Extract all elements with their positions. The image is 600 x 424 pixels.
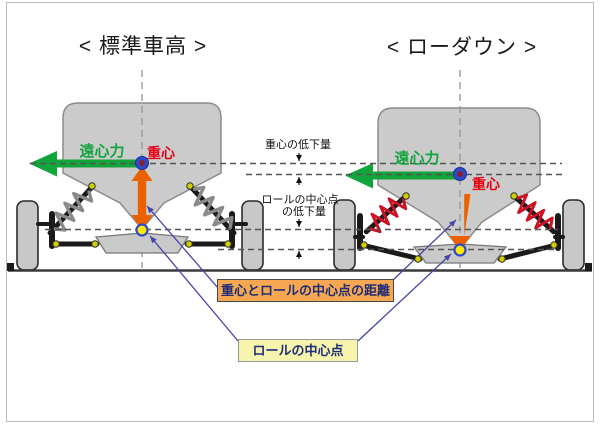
cg-drop-measurement-label: 重心の低下量	[265, 139, 331, 151]
frame-border	[6, 2, 594, 422]
rollcenter-drop-label-line2: の低下量	[282, 206, 326, 218]
left-car-left-tire	[16, 200, 39, 271]
cg-distance-arrow-left	[131, 166, 153, 230]
pivot-dots	[52, 182, 558, 263]
centrifugal-force-label-left: 遠心力	[79, 143, 125, 160]
roll-center-marker-right	[453, 243, 467, 257]
left-panel-title: < 標準車高 >	[78, 35, 208, 58]
cg-marker-right	[453, 167, 467, 181]
right-car-right-tire	[562, 199, 585, 271]
reference-lines	[30, 162, 562, 251]
left-car-subframe	[94, 232, 190, 254]
centrifugal-force-label-right: 遠心力	[394, 150, 440, 167]
coil-spring-icon-left-l	[43, 181, 98, 239]
callout-cg-roll-distance: 重心とロールの中心点の距離	[217, 279, 394, 302]
ground-end-right	[585, 263, 592, 271]
roll-center-marker-left	[135, 223, 149, 237]
rollcenter-drop-label-line1: ロールの中心点	[261, 194, 339, 206]
centrifugal-arrow-right	[345, 163, 459, 189]
cg-marker-left	[135, 156, 149, 170]
right-car-left-tire	[333, 199, 356, 271]
cg-label-right: 重心	[472, 176, 500, 192]
ground-end-left	[7, 263, 14, 271]
callout-roll-center-point: ロールの中心点	[238, 339, 358, 362]
cg-distance-arrow-right	[449, 179, 471, 251]
suspension-arms	[36, 211, 565, 262]
right-panel-title: < ローダウン >	[386, 36, 538, 59]
left-car-right-tire	[241, 200, 264, 271]
tires	[16, 199, 585, 271]
cg-label-left: 重心	[147, 145, 175, 161]
callout-pointer-lines	[146, 205, 457, 342]
